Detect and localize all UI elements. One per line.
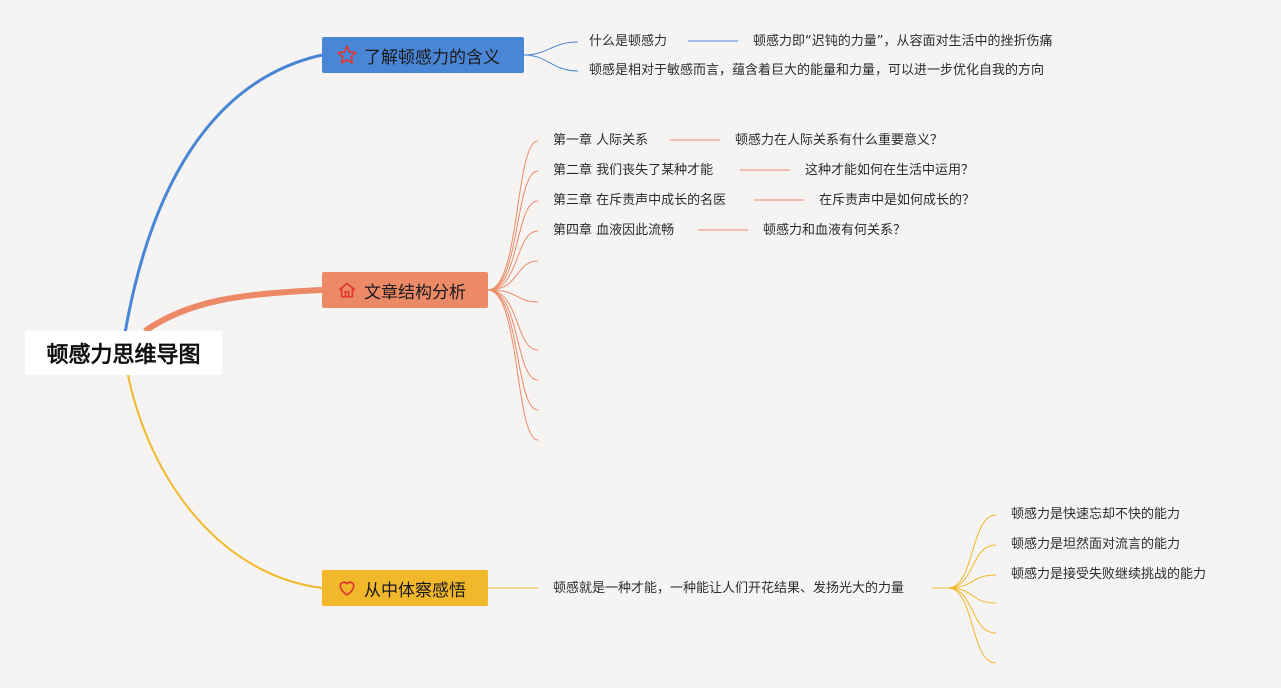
link-b3-slot2 <box>947 587 997 634</box>
leaf-insight-3[interactable]: 顿感力是接受失败继续挑战的能力 <box>1011 567 1207 582</box>
link-b3-slot1 <box>947 587 997 604</box>
link-b3-slot3 <box>947 587 997 664</box>
link-b1-item1 <box>523 41 579 56</box>
branch-label: 从中体察感悟 <box>364 580 466 601</box>
root-topic[interactable]: 顿感力思维导图 <box>25 331 222 375</box>
link-b2-slot6 <box>487 289 539 441</box>
heart-icon <box>336 577 358 599</box>
link-b3-item1 <box>947 514 997 589</box>
leaf-chapter-2-question[interactable]: 这种才能如何在生活中运用？ <box>805 163 975 178</box>
star-icon <box>336 44 358 66</box>
link-b2-item1 <box>487 140 539 291</box>
link-b2-slot4 <box>487 289 539 381</box>
home-icon <box>336 279 358 301</box>
branch-label: 了解顿感力的含义 <box>364 47 500 68</box>
link-b1-item2 <box>523 54 579 72</box>
leaf-what-is-detail[interactable]: 顿感力即“迟钝的力量”，从容面对生活中的挫折伤痛 <box>753 34 1053 49</box>
link-b2-slot5 <box>487 289 539 411</box>
link-b2-item3 <box>487 200 539 291</box>
branch-structure[interactable]: 文章结构分析 <box>322 272 488 308</box>
leaf-chapter-4[interactable]: 第四章 血液因此流畅 <box>553 223 675 238</box>
leaf-chapter-4-question[interactable]: 顿感力和血液有何关系？ <box>763 223 907 238</box>
leaf-chapter-1-question[interactable]: 顿感力在人际关系有什么重要意义？ <box>735 133 944 148</box>
link-b3-item2 <box>947 544 997 589</box>
link-b2-item2 <box>487 170 539 291</box>
leaf-insight-2[interactable]: 顿感力是坦然面对流言的能力 <box>1011 537 1181 552</box>
leaf-insight-1[interactable]: 顿感力是快速忘却不快的能力 <box>1011 507 1181 522</box>
link-b2-slot2 <box>487 289 539 303</box>
leaf-chapter-3-question[interactable]: 在斥责声中是如何成长的？ <box>819 193 976 208</box>
link-root-b3 <box>127 374 323 589</box>
leaf-relative[interactable]: 顿感是相对于敏感而言，蕴含着巨大的能量和力量，可以进一步优化自我的方向 <box>589 63 1045 78</box>
branch-meaning[interactable]: 了解顿感力的含义 <box>322 37 524 73</box>
leaf-what-is[interactable]: 什么是顿感力 <box>589 34 668 49</box>
leaf-summary[interactable]: 顿感就是一种才能，一种能让人们开花结果、发扬光大的力量 <box>553 581 905 596</box>
link-b2-slot3 <box>487 289 539 351</box>
leaf-chapter-2[interactable]: 第二章 我们丧失了某种才能 <box>553 163 714 178</box>
link-b3-item3 <box>947 574 997 589</box>
branch-label: 文章结构分析 <box>364 282 466 303</box>
link-root-b1 <box>123 53 323 334</box>
link-b2-item4 <box>487 230 539 291</box>
link-b2-slot1 <box>487 260 539 291</box>
link-root-b2 <box>143 287 323 334</box>
branch-insights[interactable]: 从中体察感悟 <box>322 570 488 606</box>
leaf-chapter-3[interactable]: 第三章 在斥责声中成长的名医 <box>553 193 727 208</box>
leaf-chapter-1[interactable]: 第一章 人际关系 <box>553 133 649 148</box>
